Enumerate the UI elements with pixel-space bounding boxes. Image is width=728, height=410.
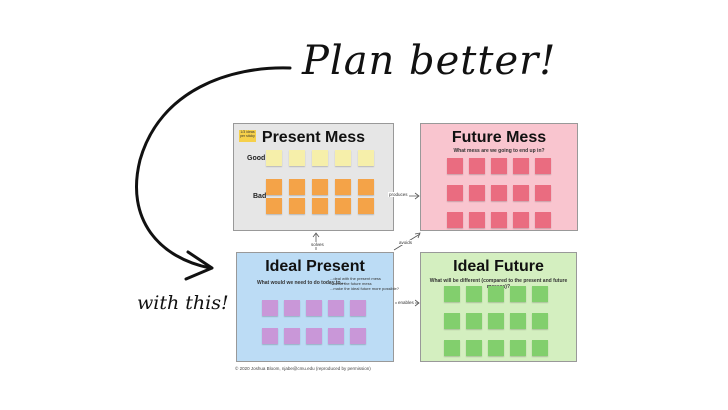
ideal-present-sticky-note <box>284 328 300 344</box>
ideal-future-sticky-note <box>466 313 482 329</box>
ideal-future-sticky-note <box>466 286 482 302</box>
future-mess-sticky-note <box>535 185 551 201</box>
future-mess-sticky-note <box>491 158 507 174</box>
ideal-present-sticky-note <box>284 300 300 316</box>
ideal-future-sticky-note <box>488 313 504 329</box>
goal-item: ...make the ideal future more possible? <box>330 286 399 291</box>
future-mess-sticky-note <box>469 212 485 228</box>
bad-sticky-note <box>312 179 328 195</box>
bad-sticky-note <box>266 198 282 214</box>
ideal-present-sticky-note <box>350 300 366 316</box>
ideal-future-sticky-note <box>532 286 548 302</box>
bad-sticky-note <box>358 198 374 214</box>
future-mess-sticky-note <box>469 158 485 174</box>
ideal-future-sticky-note <box>510 286 526 302</box>
ideal-present-sticky-note <box>262 328 278 344</box>
future-mess-sticky-note <box>491 212 507 228</box>
future-mess-sticky-note <box>447 212 463 228</box>
good-label: Good <box>247 155 266 162</box>
ideal-future-sticky-note <box>510 313 526 329</box>
good-sticky-note <box>289 150 305 166</box>
bad-sticky-note <box>289 198 305 214</box>
bad-sticky-note <box>266 179 282 195</box>
good-sticky-note <box>266 150 282 166</box>
ideal-present-sticky-note <box>328 328 344 344</box>
ideal-present-goals: ...deal with the present mess ...avoid t… <box>330 276 399 291</box>
bad-sticky-note <box>289 179 305 195</box>
solves-label: solves <box>310 242 325 247</box>
ideal-future-sticky-note <box>466 340 482 356</box>
future-mess-sticky-note <box>535 158 551 174</box>
bad-sticky-note <box>335 198 351 214</box>
ideal-future-title: Ideal Future <box>453 258 544 275</box>
ideal-future-sticky-note <box>444 340 460 356</box>
sticky-tag: 1/3 ideas per sticky <box>239 130 256 142</box>
future-mess-sticky-note <box>447 185 463 201</box>
bad-label: Bad <box>253 193 267 200</box>
future-mess-subtitle: What mess are we going to end up in? <box>453 148 545 154</box>
good-sticky-note <box>335 150 351 166</box>
ideal-present-sticky-note <box>306 300 322 316</box>
ideal-present-subtitle: What would we need to do today to... <box>257 280 345 286</box>
future-mess-sticky-note <box>513 185 529 201</box>
bad-sticky-note <box>335 179 351 195</box>
future-mess-sticky-note <box>447 158 463 174</box>
bad-sticky-note <box>312 198 328 214</box>
ideal-future-sticky-note <box>532 340 548 356</box>
future-mess-sticky-note <box>535 212 551 228</box>
future-mess-title: Future Mess <box>451 129 547 146</box>
future-mess-sticky-note <box>491 185 507 201</box>
ideal-future-sticky-note <box>488 286 504 302</box>
ideal-present-sticky-note <box>328 300 344 316</box>
future-mess-sticky-note <box>469 185 485 201</box>
future-mess-sticky-note <box>513 158 529 174</box>
goal-item: ...deal with the present mess <box>330 276 381 281</box>
ideal-future-sticky-note <box>444 286 460 302</box>
ideal-future-sticky-note <box>488 340 504 356</box>
enables-label: enables <box>397 300 415 305</box>
future-mess-sticky-note <box>513 212 529 228</box>
ideal-present-sticky-note <box>306 328 322 344</box>
headline: Plan better! <box>302 38 557 84</box>
copyright: © 2020 Joshua Bloom, njabe@cmu.edu (repr… <box>235 366 371 371</box>
goal-item: ...avoid the future mess <box>330 281 372 286</box>
avoids-label: avoids <box>398 240 414 245</box>
present-mess-title: Present Mess <box>261 129 366 146</box>
ideal-future-sticky-note <box>444 313 460 329</box>
present-mess-box: Present Mess <box>233 123 394 231</box>
ideal-present-sticky-note <box>262 300 278 316</box>
ideal-present-title: Ideal Present <box>265 258 365 275</box>
ideal-present-sticky-note <box>350 328 366 344</box>
good-sticky-note <box>312 150 328 166</box>
ideal-future-sticky-note <box>510 340 526 356</box>
ideal-future-sticky-note <box>532 313 548 329</box>
good-sticky-note <box>358 150 374 166</box>
subhead: with this! <box>137 292 229 314</box>
produces-label: produces <box>388 192 409 197</box>
bad-sticky-note <box>358 179 374 195</box>
